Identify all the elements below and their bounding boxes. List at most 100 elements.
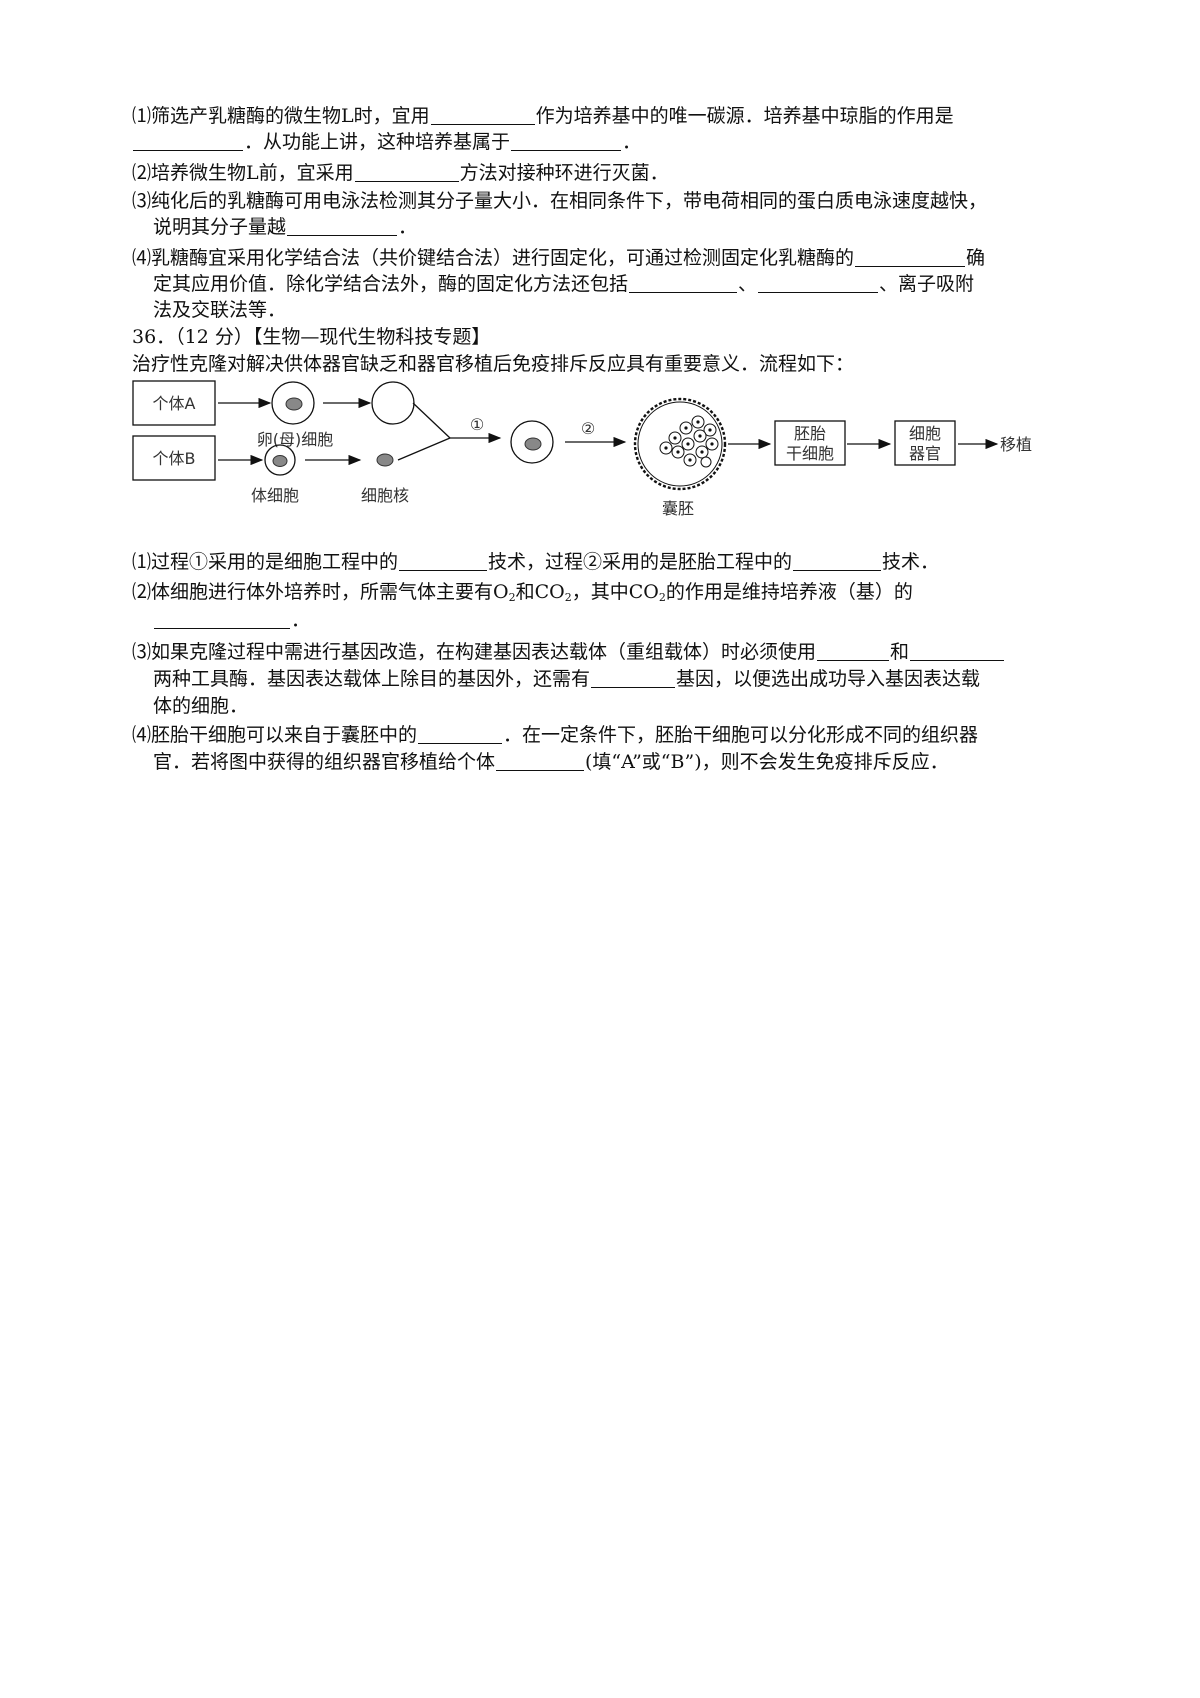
- q36-p2-text-d: ．: [291, 609, 311, 631]
- q35-p2-text-c: 前，宜采用: [258, 162, 354, 184]
- q36-p3-text-e: 体的细胞．: [153, 695, 249, 717]
- cell-organ-box: [894, 420, 956, 466]
- blastocyst-label: 囊胚: [662, 499, 694, 518]
- q35-p2-text-b: L: [246, 162, 259, 184]
- q35-part4-line3: 法及交联法等．: [153, 298, 286, 322]
- q35-p3-text-c: ．: [398, 216, 418, 238]
- q36-p4-text-b: ．在一定条件下，胚胎干细胞可以分化形成不同的组织器: [503, 724, 979, 746]
- answer-blank[interactable]: [591, 668, 676, 688]
- individual-a-box: [132, 380, 216, 426]
- q35-p3-text-a: ⑶纯化后的乳糖酶可用电泳法检测其分子量大小．在相同条件下，带电荷相同的蛋白质电泳…: [132, 190, 988, 212]
- organ-label-line1: 细胞: [909, 424, 941, 443]
- q35-part3-line2: 说明其分子量越 ．: [153, 215, 417, 239]
- q35-p4-text-a: ⑷乳糖酶宜采用化学结合法（共价键结合法）进行固定化，可通过检测固定化乳糖酶的: [132, 247, 855, 269]
- q36-p4-text-h: ”)，则不会发生免疫排斥反应．: [684, 751, 949, 773]
- answer-blank[interactable]: [629, 273, 738, 293]
- individual-b-label: 个体B: [153, 449, 196, 468]
- answer-blank[interactable]: [418, 724, 503, 744]
- oocyte-nucleus-icon: [285, 397, 303, 411]
- q36-p4-text-e: A: [621, 751, 633, 773]
- q35-p1-text-a: ⑴筛选产乳糖酶的微生物: [132, 105, 342, 127]
- merge-line-bottom: [397, 437, 451, 461]
- q35-p2-text-d: 方法对接种环进行灭菌．: [459, 162, 669, 184]
- answer-blank[interactable]: [430, 105, 535, 125]
- q35-p2-text-a: ⑵培养微生物: [132, 162, 247, 184]
- answer-blank[interactable]: [855, 247, 966, 267]
- somatic-nucleus-icon: [272, 455, 288, 467]
- answer-blank[interactable]: [154, 609, 290, 629]
- q36-p1-text-a: ⑴过程①采用的是细胞工程中的: [132, 551, 399, 573]
- q36-intro: 治疗性克隆对解决供体器官缺乏和器官移植后免疫排斥反应具有重要意义．流程如下：: [132, 353, 855, 375]
- q35-p1-text-c: 时，宜用: [353, 105, 430, 127]
- blastocyst-icon: [633, 397, 727, 491]
- q35-p3-text-b: 说明其分子量越: [153, 216, 287, 238]
- co2-formula: CO: [534, 581, 565, 603]
- oocyte-cell-icon: [271, 381, 315, 425]
- q35-part4-line1: ⑷乳糖酶宜采用化学结合法（共价键结合法）进行固定化，可通过检测固定化乳糖酶的 确: [132, 246, 985, 270]
- q36-p3-text-a: ⑶如果克隆过程中需进行基因改造，在构建基因表达载体（重组载体）时必须使用: [132, 641, 817, 663]
- q36-p3-text-d: 基因，以便选出成功导入基因表达载: [676, 668, 981, 690]
- answer-blank[interactable]: [354, 162, 459, 182]
- q35-part1-line2: ．从功能上讲，这种培养基属于 ．: [132, 130, 641, 154]
- co2-subscript: 2: [564, 591, 572, 604]
- q36-p4-text-c: 官．若将图中获得的组织器官移植给个体: [153, 751, 496, 773]
- q36-header: 36．（12 分）【生物—现代生物科技专题】: [132, 326, 491, 348]
- q35-p4-text-b: 确: [966, 247, 986, 269]
- answer-blank[interactable]: [287, 216, 398, 236]
- answer-blank[interactable]: [511, 131, 622, 151]
- transplant-label: 移植: [1000, 435, 1032, 454]
- individual-b-box: [132, 435, 216, 481]
- co2-subscript-2: 2: [658, 591, 666, 604]
- q35-p1-text-f: ．: [622, 131, 642, 153]
- o2-subscript: 2: [508, 591, 516, 604]
- q35-part4-line2: 定其应用价值．除化学结合法外，酶的固定化方法还包括 、 、离子吸附: [153, 272, 974, 296]
- step1-label: ①: [470, 415, 484, 434]
- q36-part3-line3: 体的细胞．: [153, 694, 248, 718]
- answer-blank[interactable]: [758, 273, 879, 293]
- q36-part3-line2: 两种工具酶．基因表达载体上除目的基因外，还需有 基因，以便选出成功导入基因表达载: [153, 667, 980, 691]
- q36-part3-line1: ⑶如果克隆过程中需进行基因改造，在构建基因表达载体（重组载体）时必须使用和: [132, 640, 1005, 664]
- answer-blank[interactable]: [817, 641, 890, 661]
- answer-blank[interactable]: [910, 641, 1005, 661]
- q36-p3-text-c: 两种工具酶．基因表达载体上除目的基因外，还需有: [153, 668, 591, 690]
- q36-part2-line1: ⑵体细胞进行体外培养时，所需气体主要有O2和CO2，其中CO2的作用是维持培养液…: [132, 580, 913, 610]
- q35-part2: ⑵培养微生物L前，宜采用 方法对接种环进行灭菌．: [132, 161, 669, 185]
- q35-p4-text-d: 、: [738, 273, 758, 295]
- q35-p4-text-e: 、离子吸附: [879, 273, 975, 295]
- cloning-flow-diagram: 个体A 卵(母)细胞 个体B 体细胞 细胞核 ① ②: [132, 380, 1032, 518]
- answer-blank[interactable]: [133, 131, 243, 151]
- q36-p2-text-b: ，其中: [571, 581, 629, 603]
- q35-p4-text-c: 定其应用价值．除化学结合法外，酶的固定化方法还包括: [153, 273, 629, 295]
- isolated-nucleus-icon: [376, 453, 394, 467]
- q35-p1-text-d: 作为培养基中的唯一碳源．培养基中琼脂的作用是: [535, 105, 954, 127]
- o2-formula: O: [493, 581, 509, 603]
- q36-p2-text-a: ⑵体细胞进行体外培养时，所需气体主要有: [132, 581, 494, 603]
- q36-part1: ⑴过程①采用的是细胞工程中的 技术，过程②采用的是胚胎工程中的 技术．: [132, 550, 939, 574]
- esc-label-line1: 胚胎: [794, 424, 826, 443]
- organ-label-line2: 器官: [909, 444, 941, 463]
- q35-p1-text-e: ．从功能上讲，这种培养基属于: [244, 131, 511, 153]
- q36-part2-line2: ．: [153, 608, 310, 632]
- q36-p1-text-b: 技术，过程②采用的是胚胎工程中的: [488, 551, 793, 573]
- q35-p1-text-b: L: [341, 105, 354, 127]
- q36-p1-text-c: 技术．: [882, 551, 940, 573]
- answer-blank[interactable]: [399, 551, 488, 571]
- reconstructed-cell-icon: [510, 420, 554, 464]
- nucleus-label: 细胞核: [361, 486, 409, 505]
- answer-blank[interactable]: [496, 751, 585, 771]
- q36-p2-and: 和: [515, 581, 535, 603]
- q35-part3-line1: ⑶纯化后的乳糖酶可用电泳法检测其分子量大小．在相同条件下，带电荷相同的蛋白质电泳…: [132, 189, 987, 213]
- q36-p4-text-d: (填“: [585, 751, 622, 773]
- co2-formula-2: CO: [628, 581, 659, 603]
- q36-p4-text-a: ⑷胚胎干细胞可以来自于囊胚中的: [132, 724, 418, 746]
- reconstructed-nucleus-icon: [524, 437, 542, 451]
- esc-label-line2: 干细胞: [786, 444, 834, 463]
- q36-part4-line1: ⑷胚胎干细胞可以来自于囊胚中的 ．在一定条件下，胚胎干细胞可以分化形成不同的组织器: [132, 723, 978, 747]
- answer-blank[interactable]: [793, 551, 882, 571]
- q36-p4-text-f: ”或“: [632, 751, 671, 773]
- q35-part1-line1: ⑴筛选产乳糖酶的微生物L时，宜用 作为培养基中的唯一碳源．培养基中琼脂的作用是: [132, 104, 954, 128]
- q36-p4-text-g: B: [670, 751, 685, 773]
- merge-line-top: [412, 402, 451, 439]
- oocyte-label: 卵(母)细胞: [257, 430, 334, 449]
